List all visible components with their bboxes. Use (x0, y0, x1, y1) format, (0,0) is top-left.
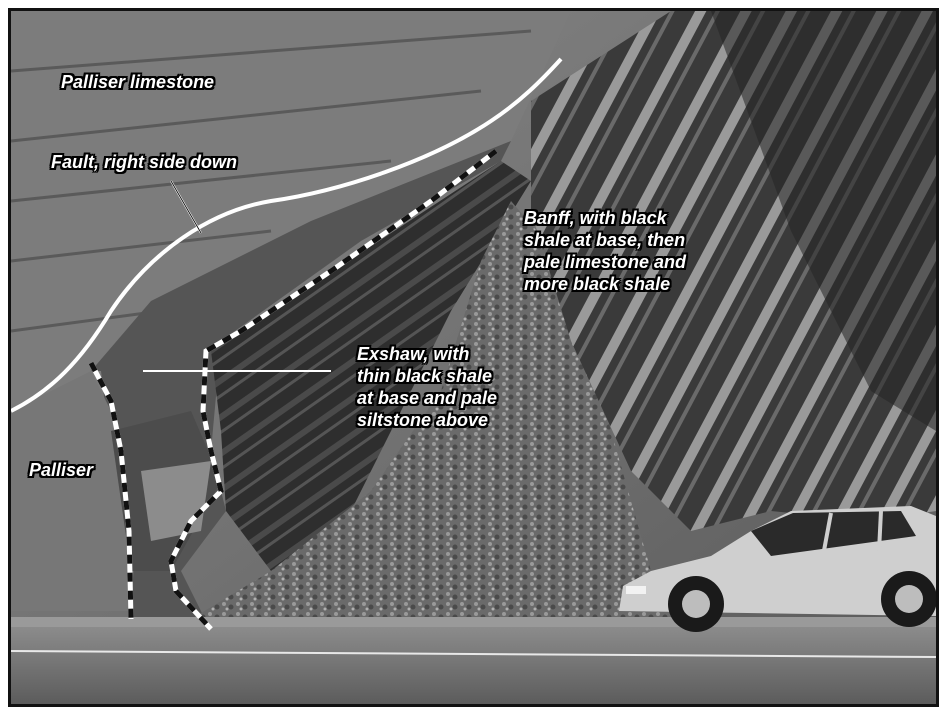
label-banff-line-1: Banff, with black (524, 208, 667, 228)
label-banff: Banff, with black shale at base, then pa… (524, 207, 686, 295)
label-fault: Fault, right side down (51, 152, 237, 172)
exshaw-beds (211, 161, 531, 571)
label-banff-line-4: more black shale (524, 274, 671, 294)
car (619, 506, 936, 632)
palliser-lower (11, 371, 136, 611)
label-exshaw-line-2: thin black shale (357, 366, 493, 386)
label-exshaw: Exshaw, with thin black shale at base an… (357, 343, 497, 431)
label-exshaw-line-3: at base and pale (357, 388, 498, 408)
photo-frame: Palliser limestone Fault, right side dow… (8, 8, 939, 707)
road (11, 623, 936, 704)
label-exshaw-line-4: siltstone above (357, 410, 489, 430)
label-palliser-limestone: Palliser limestone (61, 72, 215, 92)
palliser-slab (11, 11, 571, 411)
outcrop-photo (11, 11, 936, 704)
label-banff-line-3: pale limestone and (524, 252, 687, 272)
label-exshaw-line-1: Exshaw, with (357, 344, 470, 364)
label-banff-line-2: shale at base, then (524, 230, 686, 250)
road-line (11, 650, 936, 658)
contact-left (88, 361, 134, 620)
fault-line (11, 57, 563, 413)
contact-right (168, 149, 498, 631)
label-palliser: Palliser (29, 460, 94, 480)
